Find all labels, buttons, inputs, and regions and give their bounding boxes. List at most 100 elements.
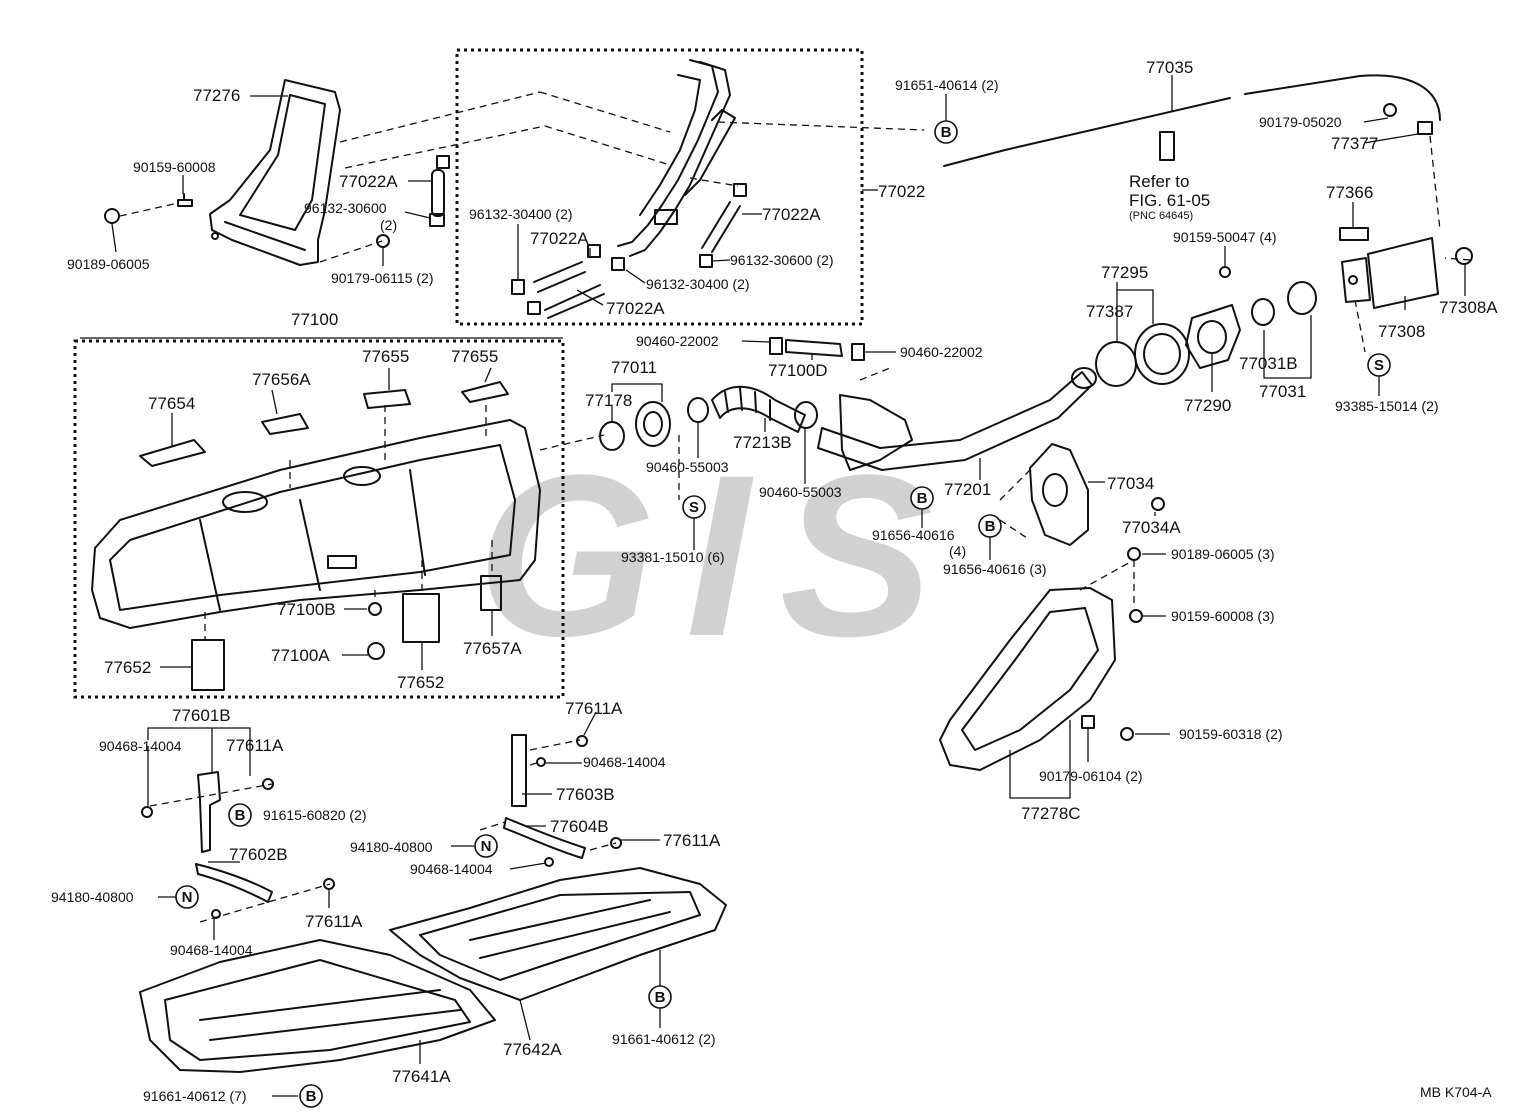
label-90460-55003-a: 90460-55003 bbox=[646, 459, 729, 475]
marker-letter: N bbox=[481, 838, 492, 855]
label-77657A: 77657A bbox=[463, 639, 522, 658]
label-90468-14004-c: 90468-14004 bbox=[583, 754, 666, 770]
marker-s-93381: S bbox=[682, 495, 706, 519]
label-90468-14004-d: 90468-14004 bbox=[410, 861, 493, 877]
label-77641A: 77641A bbox=[392, 1067, 451, 1086]
fasteners-left-top bbox=[104, 193, 390, 248]
label-77655-a: 77655 bbox=[362, 347, 409, 366]
marker-b-91661-b: B bbox=[299, 1084, 323, 1108]
label-93381-15010: 93381-15010 (6) bbox=[621, 549, 725, 565]
marker-letter: B bbox=[941, 124, 952, 141]
protector-77278C bbox=[939, 547, 1143, 771]
label-77611A-d: 77611A bbox=[663, 831, 721, 850]
label-90159-50047: 90159-50047 (4) bbox=[1173, 229, 1277, 245]
label-94180-40800-b: 94180-40800 bbox=[350, 839, 433, 855]
label-77652-a: 77652 bbox=[104, 658, 151, 677]
label-93385-15014: 93385-15014 (2) bbox=[1335, 398, 1439, 414]
label-77100: 77100 bbox=[291, 310, 338, 329]
label-77100A: 77100A bbox=[271, 646, 330, 665]
label-77604B: 77604B bbox=[550, 817, 609, 836]
marker-b-91615: B bbox=[228, 803, 252, 827]
label-77031: 77031 bbox=[1259, 382, 1306, 401]
undercover-77642A bbox=[389, 867, 727, 1001]
label-90179-06104: 90179-06104 (2) bbox=[1039, 768, 1143, 784]
marker-b-91651: B bbox=[934, 120, 958, 144]
label-77366: 77366 bbox=[1326, 183, 1373, 202]
housing-77034 bbox=[1029, 443, 1165, 546]
fuel-tank-77100 bbox=[91, 419, 541, 629]
label-90189-06005-a: 90189-06005 bbox=[67, 256, 150, 272]
label-77034: 77034 bbox=[1107, 474, 1154, 493]
label-77611A-b: 77611A bbox=[305, 912, 363, 931]
hose-77100D bbox=[769, 337, 865, 361]
protector-77276 bbox=[209, 79, 341, 266]
part-labels: 77276 90159-60008 90189-06005 77022A 961… bbox=[51, 58, 1498, 1104]
label-77022A-4: 77022A bbox=[762, 205, 821, 224]
label-77278C: 77278C bbox=[1021, 804, 1081, 823]
marker-letter: N bbox=[182, 889, 193, 906]
label-77611A-a: 77611A bbox=[226, 736, 284, 755]
marker-letter: B bbox=[655, 989, 666, 1006]
label-77035: 77035 bbox=[1146, 58, 1193, 77]
breather-tube-77022 bbox=[617, 59, 736, 257]
label-96132-30400-1: 96132-30400 (2) bbox=[469, 206, 573, 222]
marker-b-91656-a: B bbox=[910, 486, 934, 510]
label-77377: 77377 bbox=[1331, 134, 1378, 153]
assembly-dashes bbox=[119, 91, 1471, 923]
label-refer-2: FIG. 61-05 bbox=[1129, 191, 1210, 210]
marker-letter: B bbox=[235, 807, 246, 824]
label-77642A: 77642A bbox=[503, 1040, 562, 1059]
label-90179-06115: 90179-06115 (2) bbox=[331, 270, 433, 286]
label-90468-14004-a: 90468-14004 bbox=[99, 738, 182, 754]
label-96132-30600-1: 96132-30600 bbox=[304, 200, 387, 216]
label-91656-40616-a: 91656-40616 bbox=[872, 527, 955, 543]
label-90159-60008-b: 90159-60008 (3) bbox=[1171, 608, 1275, 624]
label-91656-40616-b: 91656-40616 (3) bbox=[943, 561, 1047, 577]
label-96132-30600-2: 96132-30600 (2) bbox=[730, 252, 834, 268]
tank-pads bbox=[139, 381, 509, 691]
fuel-lid-77308 bbox=[1339, 227, 1473, 309]
label-77031B: 77031B bbox=[1239, 354, 1298, 373]
label-4: (4) bbox=[949, 543, 966, 559]
label-77655-b: 77655 bbox=[451, 347, 498, 366]
marker-n-94180-b: N bbox=[474, 834, 498, 858]
label-90468-14004-b: 90468-14004 bbox=[170, 942, 253, 958]
watermark: GIS bbox=[477, 427, 963, 684]
label-91615-60820: 91615-60820 (2) bbox=[263, 807, 367, 823]
label-77308A: 77308A bbox=[1439, 298, 1498, 317]
label-refer-3: (PNC 64645) bbox=[1129, 210, 1193, 222]
label-77611A-c: 77611A bbox=[565, 699, 623, 718]
marker-letter: S bbox=[1374, 357, 1384, 374]
cable-77035 bbox=[943, 74, 1441, 167]
label-90189-06005-b: 90189-06005 (3) bbox=[1171, 546, 1275, 562]
marker-letter: B bbox=[985, 518, 996, 535]
label-77290: 77290 bbox=[1184, 396, 1231, 415]
marker-letter: S bbox=[689, 499, 699, 516]
marker-letter: B bbox=[917, 490, 928, 507]
label-77603B: 77603B bbox=[556, 785, 615, 804]
label-90179-05020: 90179-05020 bbox=[1259, 114, 1342, 130]
label-96132-30400-2: 96132-30400 (2) bbox=[646, 276, 750, 292]
group-box-77100 bbox=[73, 339, 565, 699]
label-90460-55003-b: 90460-55003 bbox=[759, 484, 842, 500]
label-91651-40614: 91651-40614 (2) bbox=[895, 77, 999, 93]
marker-s-93385: S bbox=[1367, 353, 1391, 377]
label-refer-1: Refer to bbox=[1129, 172, 1189, 191]
label-90159-60318: 90159-60318 (2) bbox=[1179, 726, 1283, 742]
label-77213B: 77213B bbox=[733, 433, 792, 452]
label-77656A: 77656A bbox=[252, 370, 311, 389]
label-90460-22002-a: 90460-22002 bbox=[636, 333, 719, 349]
label-77011: 77011 bbox=[611, 358, 657, 377]
label-77276: 77276 bbox=[193, 86, 240, 105]
label-77022A-2: 77022A bbox=[530, 229, 589, 248]
label-77295: 77295 bbox=[1101, 263, 1148, 282]
label-77654: 77654 bbox=[148, 394, 195, 413]
label-77652-b: 77652 bbox=[397, 673, 444, 692]
label-77601B: 77601B bbox=[172, 706, 231, 725]
brackets-lower bbox=[141, 734, 622, 919]
label-77034A: 77034A bbox=[1122, 518, 1181, 537]
label-94180-40800-a: 94180-40800 bbox=[51, 889, 134, 905]
marker-b-91661-a: B bbox=[648, 985, 672, 1009]
label-77100B: 77100B bbox=[277, 600, 336, 619]
